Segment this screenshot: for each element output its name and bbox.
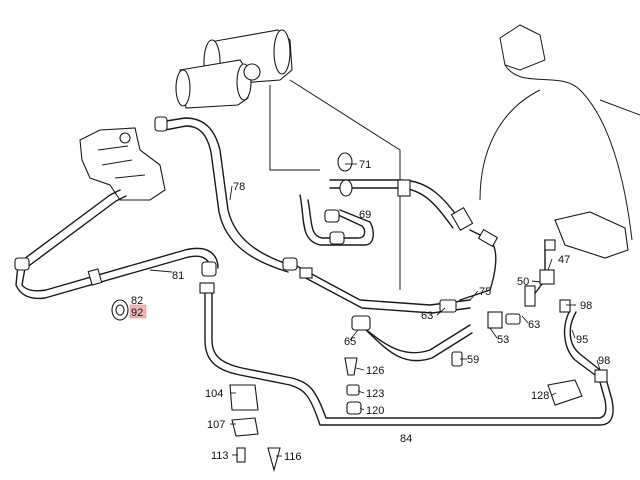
callout-113: 113: [211, 450, 229, 462]
callout-81: 81: [172, 270, 184, 282]
callout-84: 84: [400, 433, 412, 445]
callout-75: 75: [479, 286, 491, 298]
callout-98-upper: 98: [580, 300, 592, 312]
callout-labels: 71 78 69 81 82 92 75 47 50 63 63 98 65 5…: [131, 159, 610, 463]
leader-lines: [149, 163, 601, 457]
callout-120: 120: [366, 405, 384, 417]
callout-128: 128: [531, 390, 549, 402]
callout-78: 78: [233, 181, 245, 193]
callout-95: 95: [576, 334, 588, 346]
callout-53: 53: [497, 334, 509, 346]
callout-63-right: 63: [528, 319, 540, 331]
callout-47: 47: [558, 254, 570, 266]
callout-92: 92: [131, 307, 143, 319]
callout-50: 50: [517, 276, 529, 288]
highlight-marker: [129, 304, 147, 319]
callout-63-left: 63: [421, 310, 433, 322]
fittings: [14, 116, 629, 473]
callout-59: 59: [467, 354, 479, 366]
callout-98-lower: 98: [598, 355, 610, 367]
fuel-pump-assembly: [175, 29, 401, 290]
injection-pump: [79, 127, 166, 201]
callout-107: 107: [207, 419, 225, 431]
callout-123: 123: [366, 388, 384, 400]
fuel-lines: [15, 117, 614, 426]
callout-65: 65: [344, 336, 356, 348]
callout-126: 126: [366, 365, 384, 377]
callout-71: 71: [359, 159, 371, 171]
seat-outline: [479, 24, 640, 241]
callout-116: 116: [284, 451, 302, 463]
callout-69: 69: [359, 209, 371, 221]
callout-82: 82: [131, 295, 143, 307]
callout-104: 104: [205, 388, 223, 400]
